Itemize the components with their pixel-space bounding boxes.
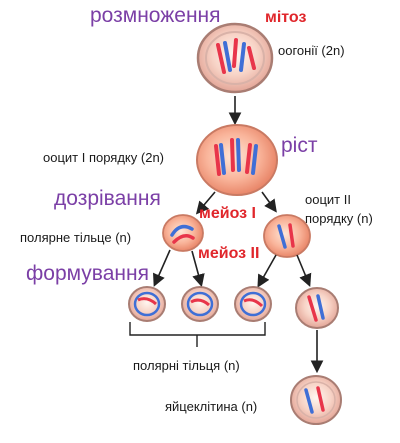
arrow-to-polar-body-2 bbox=[191, 250, 205, 288]
oocyte2-label-line2: порядку (n) bbox=[305, 211, 373, 226]
arrow-to-polar-body-3 bbox=[257, 254, 277, 288]
oocyte1-label: ооцит I порядку (2n) bbox=[43, 150, 164, 165]
polar-body-2-cell bbox=[181, 286, 219, 322]
oogonia-label: оогонії (2n) bbox=[278, 43, 345, 58]
first-polar-body-cell bbox=[162, 214, 204, 252]
stage-reproduction-label: розмноження bbox=[90, 4, 221, 27]
meiosis2-label: мейоз II bbox=[198, 245, 260, 262]
arrow-to-polar-body bbox=[195, 191, 216, 215]
arrow-to-ootid bbox=[296, 254, 312, 287]
ootid-cell bbox=[295, 287, 339, 329]
polar-bodies-label: полярні тільця (n) bbox=[133, 358, 240, 373]
polar-body-label: полярне тільце (n) bbox=[20, 230, 132, 245]
stage-maturation-label: дозрівання bbox=[54, 187, 161, 210]
polar-body-1-cell bbox=[128, 286, 166, 322]
stage-growth-label: ріст bbox=[281, 134, 318, 157]
stage-formation-label: формування bbox=[26, 262, 149, 285]
polar-body-3-cell bbox=[234, 286, 272, 322]
meiosis1-label: мейоз I bbox=[199, 205, 256, 222]
arrow-to-oocyte2 bbox=[261, 191, 277, 213]
mitosis-label: мітоз bbox=[265, 9, 307, 26]
oocyte1-cell bbox=[196, 124, 278, 196]
polar-bodies-brace bbox=[129, 322, 266, 347]
egg-label: яйцеклітина (n) bbox=[165, 399, 258, 414]
oogonium-cell bbox=[196, 22, 274, 94]
egg-cell bbox=[290, 375, 342, 425]
oocyte2-cell bbox=[263, 214, 311, 258]
oocyte2-label-line1: ооцит II bbox=[305, 192, 351, 207]
arrow-to-polar-body-1 bbox=[153, 249, 171, 287]
